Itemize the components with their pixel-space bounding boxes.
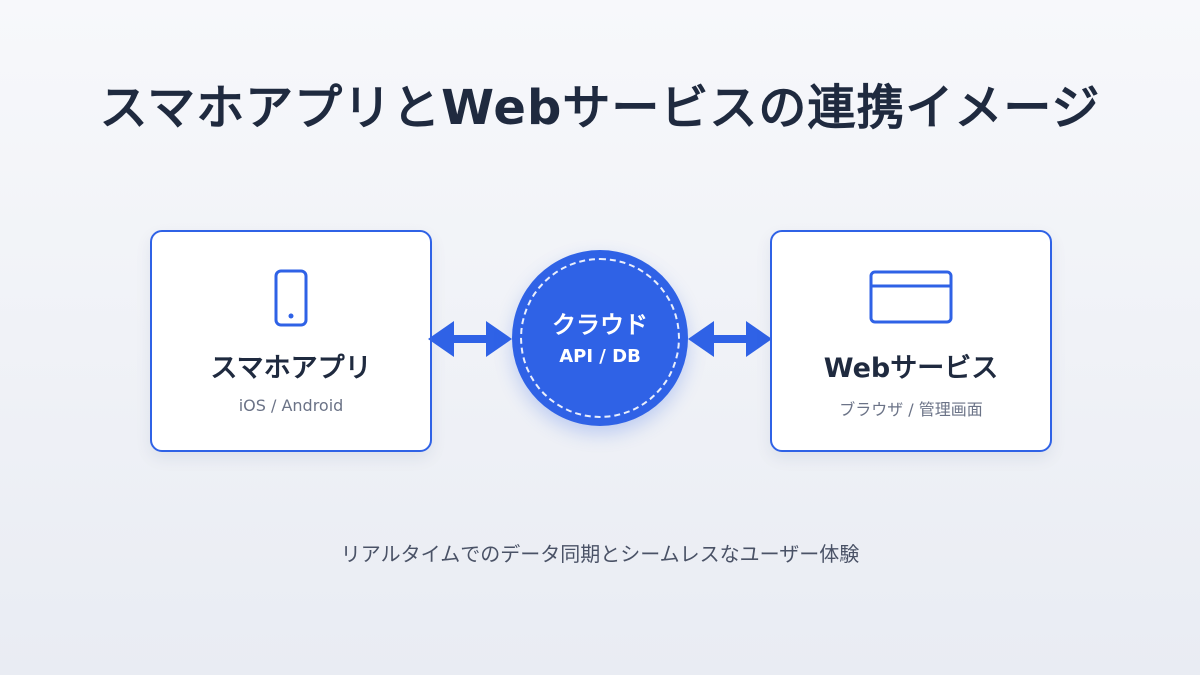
cloud-node-sub: API / DB <box>559 346 641 367</box>
cloud-node: クラウド API / DB <box>512 250 688 426</box>
cloud-dashed-ring <box>520 258 680 418</box>
diagram-caption: リアルタイムでのデータ同期とシームレスなユーザー体験 <box>340 542 860 566</box>
web-node: Webサービス ブラウザ / 管理画面 <box>770 230 1052 452</box>
web-node-name: Webサービス <box>823 353 999 384</box>
web-node-sub: ブラウザ / 管理画面 <box>839 400 983 419</box>
smartphone-icon <box>152 268 430 328</box>
app-node-name: スマホアプリ <box>210 353 372 384</box>
diagram-title: スマホアプリとWebサービスの連携イメージ <box>99 80 1101 136</box>
app-node: スマホアプリ iOS / Android <box>150 230 432 452</box>
bidirectional-arrow-left <box>428 321 512 357</box>
browser-window-icon <box>772 270 1050 324</box>
app-node-platforms: iOS / Android <box>238 396 344 415</box>
bidirectional-arrow-right <box>688 321 772 357</box>
cloud-node-name: クラウド <box>552 311 648 339</box>
